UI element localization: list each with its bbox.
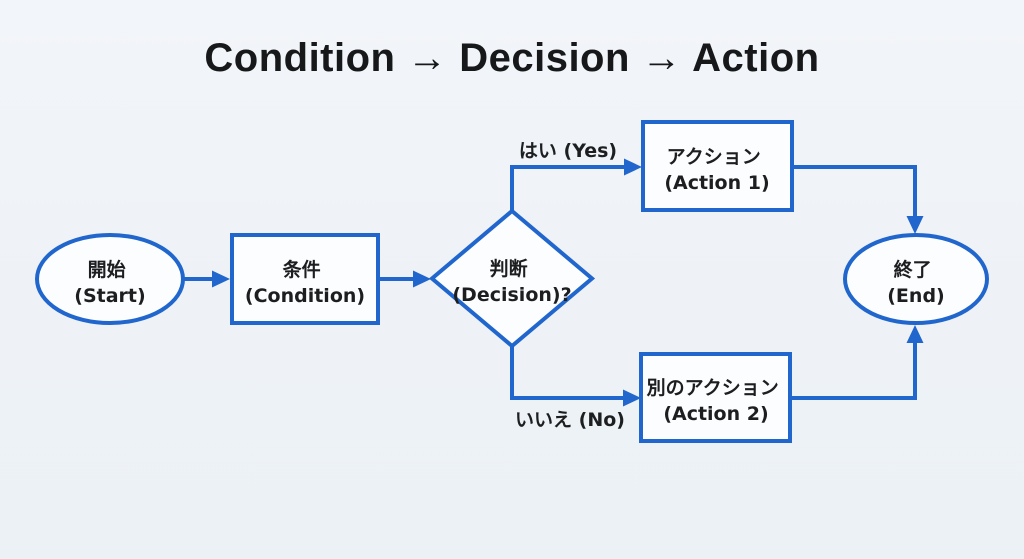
condition-label: 条件 (Condition) <box>245 258 365 307</box>
end-label: 終了 (End) <box>887 258 944 307</box>
end-label-jp: 終了 <box>894 258 932 281</box>
action1-label-en: (Action 1) <box>664 172 769 194</box>
condition-label-en: (Condition) <box>245 285 365 307</box>
edge-line <box>790 343 917 400</box>
action2-rectangle <box>639 352 792 443</box>
decision-label: 判断 (Decision)? <box>452 257 571 306</box>
decision-diamond <box>428 208 596 349</box>
start-label-jp: 開始 <box>88 258 126 281</box>
node-start: 開始 (Start) <box>35 233 185 325</box>
yes-edge-label: はい (Yes) <box>519 140 617 162</box>
node-decision: 判断 (Decision)? <box>428 208 596 349</box>
arrowhead-icon <box>413 270 431 288</box>
edge-decision-to-action1-yes: はい (Yes) <box>510 140 642 212</box>
action2-label-en: (Action 2) <box>663 403 768 425</box>
arrowhead-icon <box>906 325 924 343</box>
action2-label-jp: 別のアクション <box>647 377 779 399</box>
no-edge-label: いいえ (No) <box>515 409 625 431</box>
edge-action2-to-end <box>790 325 924 400</box>
condition-label-jp: 条件 <box>283 258 321 281</box>
node-action1: アクション (Action 1) <box>641 120 794 212</box>
decision-label-jp: 判断 <box>490 257 528 280</box>
node-condition: 条件 (Condition) <box>230 233 380 325</box>
end-ellipse <box>843 233 989 325</box>
edge-line <box>510 165 624 212</box>
edge-action1-to-end <box>792 165 924 234</box>
node-action2: 別のアクション (Action 2) <box>639 352 792 443</box>
edge-start-to-condition <box>183 270 230 288</box>
diagram-title: Condition → Decision → Action <box>204 36 819 80</box>
action2-label: 別のアクション (Action 2) <box>647 377 786 425</box>
arrowhead-icon <box>624 158 642 176</box>
condition-rectangle <box>230 233 380 325</box>
arrowhead-icon <box>906 216 924 234</box>
start-label: 開始 (Start) <box>74 258 145 307</box>
start-label-en: (Start) <box>74 285 145 307</box>
edge-condition-to-decision <box>378 270 431 288</box>
start-ellipse <box>35 233 185 325</box>
action1-label-jp: アクション <box>667 146 761 168</box>
edge-line <box>510 345 623 400</box>
arrowhead-icon <box>212 270 230 288</box>
node-end: 終了 (End) <box>843 233 989 325</box>
end-label-en: (End) <box>887 285 944 307</box>
decision-label-en: (Decision)? <box>452 284 571 306</box>
edge-line <box>792 165 917 217</box>
action1-rectangle <box>641 120 794 212</box>
edge-decision-to-action2-no: いいえ (No) <box>510 345 641 431</box>
arrowhead-icon <box>623 389 641 407</box>
action1-label: アクション (Action 1) <box>664 146 769 194</box>
